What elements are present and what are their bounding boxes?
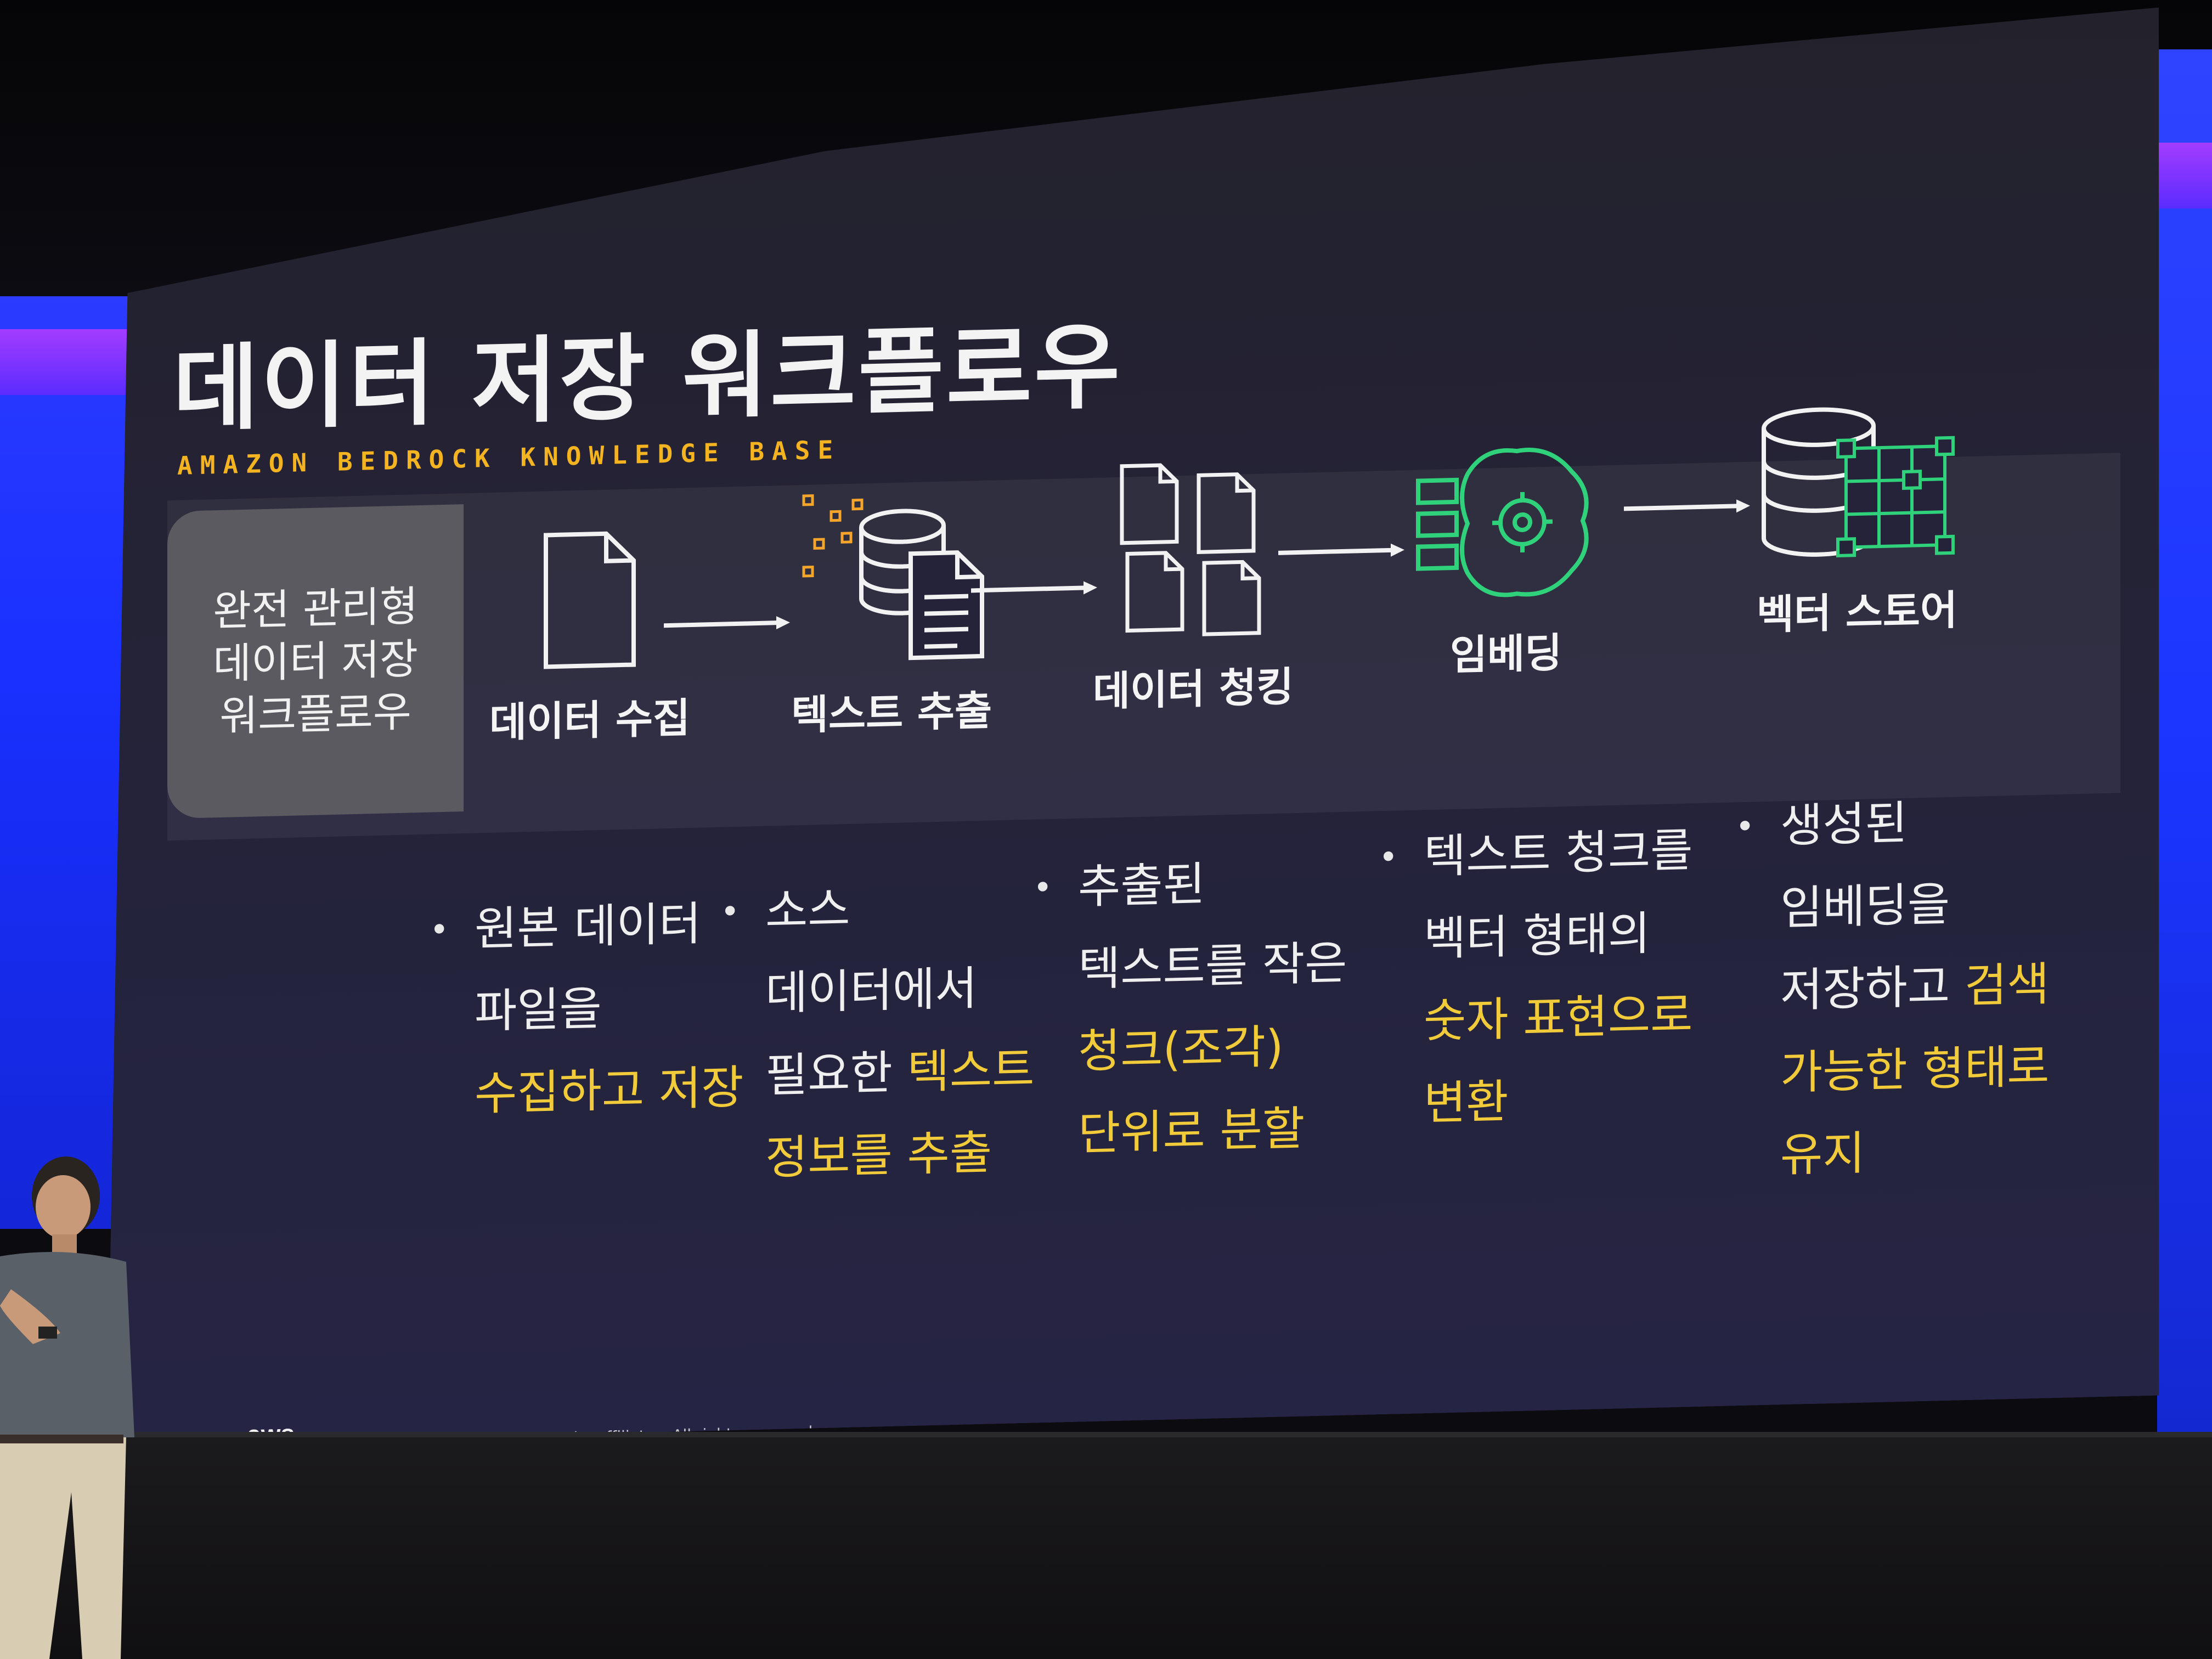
step-label-chunking: 데이터 청킹 [1092, 663, 1294, 716]
step-data-chunking: 데이터 청킹 [1084, 456, 1303, 718]
vector-store-icon [1758, 397, 1956, 566]
step-label-embedding: 임베딩 [1449, 629, 1562, 680]
arrow-icon [968, 577, 1100, 602]
desc-vector-store: • 생성된 임베딩을 저장하고 검색 가능한 형태로 유지 [1780, 778, 2049, 1196]
arrow-icon [1276, 539, 1407, 564]
projection-screen: 데이터 저장 워크플로우 AMAZON BEDROCK KNOWLEDGE BA… [107, 8, 2159, 1446]
bullet-icon: • [1033, 868, 1053, 907]
step-label-vector-store: 벡터 스토어 [1756, 586, 1958, 639]
step-label-extraction: 텍스트 추출 [791, 687, 992, 740]
managed-workflow-label: 완전 관리형 데이터 저장 워크플로우 [213, 582, 418, 741]
bullet-icon: • [720, 892, 740, 932]
arrow-icon [1621, 495, 1753, 520]
bullet-icon: • [1379, 838, 1398, 877]
bullet-icon: • [1735, 807, 1755, 847]
desc-chunking: • 추출된 텍스트를 작은 청크(조각) 단위로 분할 [1078, 839, 1347, 1175]
desc-collection: • 원본 데이터 파일을 수집하고 저장 [475, 882, 743, 1135]
embedding-brain-icon [1413, 438, 1599, 607]
managed-workflow-box: 완전 관리형 데이터 저장 워크플로우 [167, 504, 464, 819]
chunked-documents-icon [1116, 457, 1270, 642]
arrow-icon [661, 611, 793, 636]
stage-floor [0, 1437, 2212, 1659]
step-label-collection: 데이터 수집 [489, 695, 691, 747]
database-document-icon [793, 486, 990, 667]
step-data-collection: 데이터 수집 [480, 526, 699, 749]
document-icon [540, 527, 639, 672]
bullet-icon: • [430, 910, 449, 950]
right-led-wall [2157, 49, 2212, 1448]
step-embedding: 임베딩 [1391, 438, 1621, 683]
presenter [0, 1156, 134, 1659]
step-vector-store: 벡터 스토어 [1731, 396, 1983, 641]
desc-embedding: • 텍스트 청크를 벡터 형태의 숫자 표현으로 변환 [1424, 809, 1692, 1144]
slide-title: 데이터 저장 워크플로우 [173, 312, 1122, 445]
desc-extraction: • 소스 데이터에서 필요한 텍스트 정보를 추출 [765, 864, 1034, 1199]
step-text-extraction: 텍스트 추출 [776, 486, 1007, 742]
left-led-wall [0, 296, 132, 1229]
